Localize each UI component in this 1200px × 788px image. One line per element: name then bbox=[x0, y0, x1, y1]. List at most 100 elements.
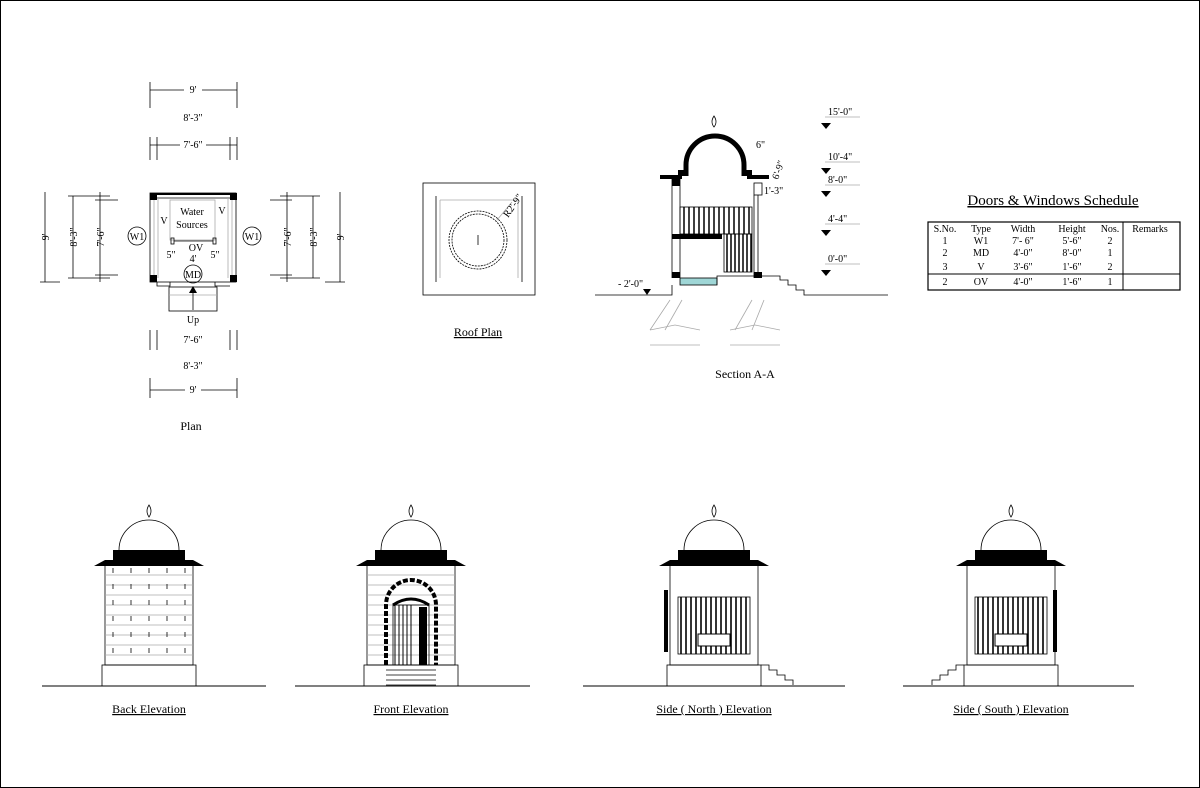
md-door-tag bbox=[183, 264, 203, 284]
up-arrow-icon bbox=[189, 286, 197, 293]
elevation-title: Front Elevation bbox=[374, 702, 449, 716]
door-leaf bbox=[419, 607, 427, 665]
plan-left-dimensions: 9' 8'-3" 7'-6" bbox=[40, 192, 118, 283]
plan-drawing: 9' 8'-3" 7'-6" 9' 8'-3" 7'-6" 7'-6" bbox=[40, 82, 347, 433]
dim-7ft6-left: 7'-6" bbox=[96, 227, 107, 246]
dim-8ft3-bottom: 8'-3" bbox=[183, 361, 202, 372]
elevation-title: Back Elevation bbox=[112, 702, 186, 716]
section-dome bbox=[683, 133, 747, 176]
schedule-cell: 1 bbox=[1108, 277, 1113, 288]
elevation-front: Front Elevation bbox=[295, 504, 530, 716]
water-tank bbox=[679, 277, 718, 286]
schedule-title: Doors & Windows Schedule bbox=[967, 193, 1139, 209]
up-label: Up bbox=[187, 315, 199, 326]
roof-eave bbox=[956, 550, 1066, 566]
finial bbox=[146, 504, 152, 518]
plan-top-dimensions: 9' 8'-3" 7'-6" bbox=[149, 82, 238, 160]
level-label: 10'-4" bbox=[828, 152, 852, 163]
level-label: 8'-0" bbox=[828, 175, 847, 186]
level-label: 15'-0" bbox=[828, 107, 852, 118]
schedule-cell: 4'-0" bbox=[1013, 277, 1032, 288]
window-w1[interactable] bbox=[974, 596, 1048, 655]
lintel-dim: 1'-3" bbox=[764, 186, 783, 197]
tank-opening bbox=[994, 633, 1028, 647]
level-label: 4'-4" bbox=[828, 214, 847, 225]
schedule-cell: MD bbox=[973, 248, 989, 259]
section-foundation bbox=[649, 299, 781, 346]
tank-opening bbox=[697, 633, 731, 647]
roof-eave bbox=[356, 550, 466, 566]
section-grille bbox=[679, 206, 753, 273]
schedule-cell: V bbox=[977, 262, 985, 273]
finial bbox=[711, 504, 717, 518]
schedule-header: S.No. bbox=[934, 224, 957, 235]
elevations: Back Elevation Front Elevation Side ( Nort… bbox=[42, 504, 1134, 716]
door-ornament bbox=[392, 597, 430, 607]
section-title: Section A-A bbox=[715, 367, 775, 381]
schedule-cell: 7'- 6" bbox=[1012, 236, 1034, 247]
schedule-cell: 8'-0" bbox=[1062, 248, 1081, 259]
schedule-header: Type bbox=[971, 224, 991, 235]
schedule-cell: 1 bbox=[1108, 248, 1113, 259]
dome bbox=[683, 519, 745, 551]
v-label: V bbox=[218, 206, 226, 217]
window-w1[interactable] bbox=[677, 596, 751, 655]
level-label: 0'-0" bbox=[828, 254, 847, 265]
dim-8ft3-left: 8'-3" bbox=[69, 227, 80, 246]
w1-tag-left bbox=[127, 226, 147, 246]
schedule-cell: W1 bbox=[974, 236, 988, 247]
dim-7ft6-bottom: 7'-6" bbox=[183, 335, 202, 346]
level-marker-icon bbox=[821, 191, 831, 197]
section-finial bbox=[711, 115, 717, 128]
w1-label-left: W1 bbox=[130, 232, 144, 243]
w1-tag-right bbox=[242, 226, 262, 246]
level-marker-icon bbox=[821, 230, 831, 236]
door-arch bbox=[384, 578, 438, 665]
schedule-cell: 2 bbox=[1108, 236, 1113, 247]
ov-label: OV bbox=[189, 243, 204, 254]
schedule-cell: 2 bbox=[943, 248, 948, 259]
schedule-cell: 5'-6" bbox=[1062, 236, 1081, 247]
schedule-cell: 2 bbox=[943, 277, 948, 288]
roof-eave bbox=[94, 550, 204, 566]
elevation-title: Side ( South ) Elevation bbox=[953, 702, 1068, 716]
dim-9ft-right: 9' bbox=[336, 233, 347, 240]
plan-right-dimensions: 7'-6" 8'-3" 9' bbox=[270, 192, 347, 283]
level-marker-icon bbox=[821, 123, 831, 129]
plan-building: Water Sources OV 4' 5" 5" V V MD Up W1 W… bbox=[127, 192, 262, 326]
section-ground-level: - 2'-0" bbox=[618, 279, 643, 290]
schedule-header: Remarks bbox=[1132, 224, 1168, 235]
schedule-header: Width bbox=[1011, 224, 1036, 235]
dome bbox=[980, 519, 1042, 551]
level-marker-icon bbox=[821, 168, 831, 174]
plan-title: Plan bbox=[180, 419, 201, 433]
section-levels: 15'-0" 10'-4" 8'-0" 4'-4" 0'-0" bbox=[821, 107, 860, 276]
entry-steps bbox=[931, 664, 964, 685]
five-inch-right: 5" bbox=[210, 250, 219, 261]
inner-width-dim: 4' bbox=[190, 254, 197, 265]
schedule-cell: 1 bbox=[943, 236, 948, 247]
elevation-title: Side ( North ) Elevation bbox=[656, 702, 771, 716]
v-label-left: V bbox=[160, 216, 168, 227]
elevation-south: Side ( South ) Elevation bbox=[903, 504, 1134, 716]
finial bbox=[1008, 504, 1014, 518]
section-drawing: - 2'-0" 6" 6'-9" 1'-3" 15'-0"10'-4"8'-0"… bbox=[595, 107, 888, 381]
w1-label-right: W1 bbox=[245, 232, 259, 243]
dim-9ft-left: 9' bbox=[41, 233, 52, 240]
room-label-sources: Sources bbox=[176, 220, 208, 231]
side-window-edge bbox=[664, 590, 668, 652]
schedule-cell: 3 bbox=[943, 262, 948, 273]
md-label: MD bbox=[185, 270, 201, 281]
dim-7ft6-top: 7'-6" bbox=[183, 140, 202, 151]
dome-thickness-dim: 6" bbox=[756, 140, 765, 151]
elevation-back: Back Elevation bbox=[42, 504, 266, 716]
roof-plan-title: Roof Plan bbox=[454, 325, 502, 339]
plan-bottom-dimensions: 7'-6" 8'-3" 9' bbox=[149, 330, 238, 398]
schedule-cell: 3'-6" bbox=[1013, 262, 1032, 273]
schedule-header: Nos. bbox=[1101, 224, 1120, 235]
dim-8ft3-right: 8'-3" bbox=[309, 227, 320, 246]
schedule-cell: 4'-0" bbox=[1013, 248, 1032, 259]
